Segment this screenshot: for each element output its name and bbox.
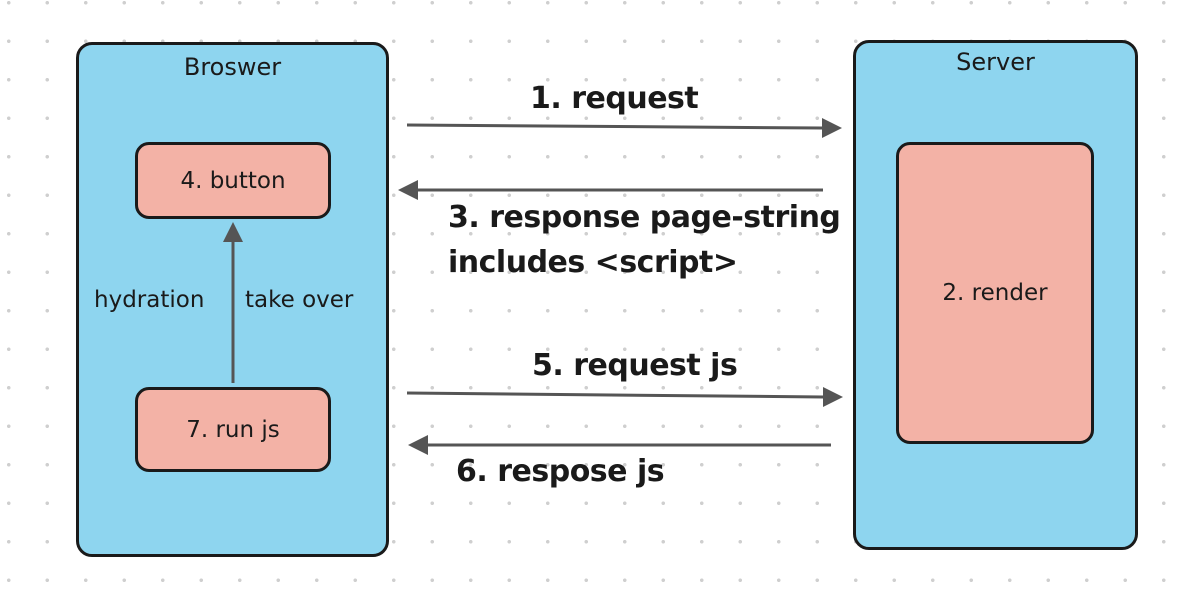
- response-label-line1: 3. response page-string: [448, 200, 841, 235]
- response-label-line2: includes <script>: [448, 245, 738, 280]
- response-js-label: 6. respose js: [456, 454, 665, 489]
- response-arrowhead: [398, 180, 418, 200]
- button-node: 4. button: [135, 142, 331, 219]
- request-arrow-line: [406, 123, 823, 130]
- request-arrowhead: [822, 118, 842, 138]
- run-js-node: 7. run js: [135, 387, 331, 472]
- response-js-arrowhead: [408, 435, 428, 455]
- server-title: Server: [956, 48, 1035, 76]
- request-js-arrowhead: [823, 387, 843, 407]
- request-js-arrow-line: [406, 391, 824, 399]
- browser-title: Broswer: [183, 53, 282, 81]
- request-js-label: 5. request js: [532, 348, 738, 383]
- render-node: 2. render: [896, 142, 1094, 444]
- request-label: 1. request: [530, 81, 699, 116]
- take-over-label: take over: [245, 287, 354, 313]
- hydration-label: hydration: [94, 287, 205, 313]
